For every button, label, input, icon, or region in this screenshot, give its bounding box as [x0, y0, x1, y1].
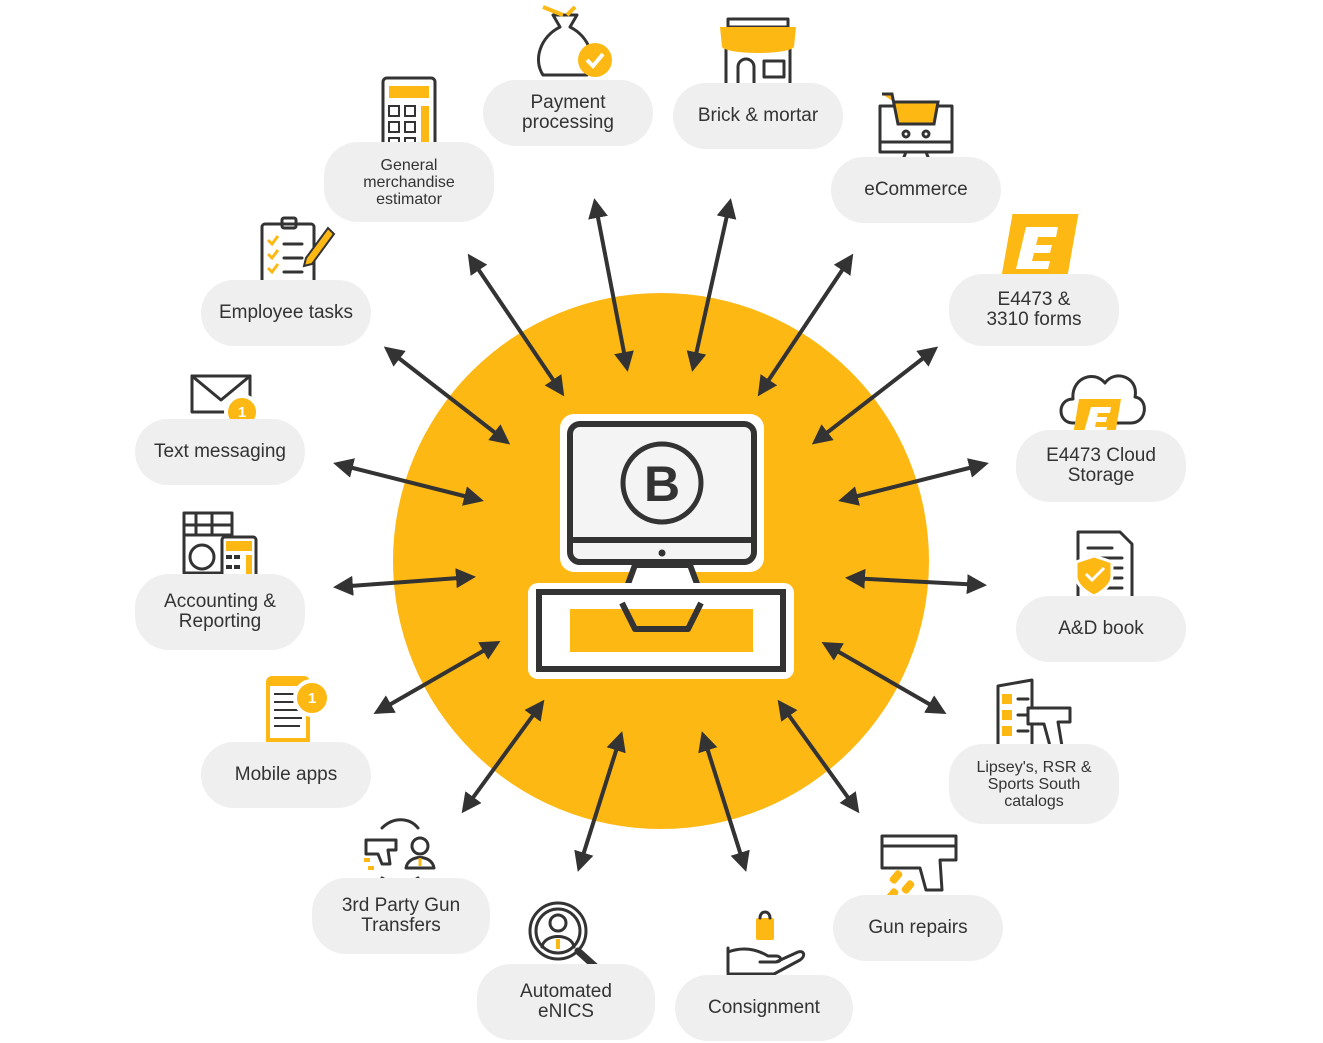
double-arrow [467, 253, 565, 397]
monitor-cart-icon [876, 92, 956, 168]
node-cloud: E4473 Cloud Storage [1016, 430, 1186, 502]
node-transfers: 3rd Party Gun Transfers [312, 878, 490, 954]
arrows [333, 198, 989, 872]
node-mobile: Mobile apps [201, 742, 371, 808]
notification-badge: 1 [308, 690, 316, 707]
calculator-dollar-icon [178, 507, 260, 587]
double-arrow [757, 253, 854, 397]
double-arrow [811, 346, 939, 445]
double-arrow [777, 699, 860, 814]
node-adbook: A&D book [1016, 596, 1186, 662]
double-arrow [845, 568, 987, 595]
double-arrow [461, 699, 545, 814]
clipboard-checklist-icon [254, 212, 336, 292]
double-arrow [821, 642, 947, 714]
double-arrow [574, 731, 626, 872]
e4473-logo-icon [995, 208, 1085, 282]
double-arrow [838, 458, 989, 506]
double-arrow [588, 198, 634, 372]
hand-bag-icon [724, 910, 806, 984]
money-bag-check-icon [525, 5, 612, 85]
node-e4473: E4473 & 3310 forms [949, 274, 1119, 346]
double-arrow [373, 641, 501, 714]
node-brick: Brick & mortar [673, 83, 843, 149]
magnifier-person-icon [524, 897, 602, 973]
double-arrow [698, 731, 750, 872]
gun-transfer-person-icon [360, 814, 440, 886]
double-arrow [686, 198, 737, 372]
node-estimator: General merchandise estimator [324, 142, 494, 222]
double-arrow [333, 568, 476, 596]
cloud-e4473-icon [1059, 374, 1146, 435]
node-payment: Payment processing [483, 80, 653, 146]
node-catalogs: Lipsey's, RSR & Sports South catalogs [949, 744, 1119, 824]
double-arrow [383, 346, 511, 445]
notification-badge: 1 [238, 404, 246, 421]
catalog-gun-icon [994, 678, 1074, 754]
central-computer-icon: B [528, 414, 794, 679]
double-arrow [333, 458, 484, 506]
storefront-icon [720, 17, 796, 93]
node-texting: Text messaging [135, 419, 305, 485]
node-accounting: Accounting & Reporting [135, 574, 305, 650]
node-enics: Automated eNICS [477, 964, 655, 1040]
node-tasks: Employee tasks [201, 280, 371, 346]
node-repairs: Gun repairs [833, 895, 1003, 961]
node-ecommerce: eCommerce [831, 157, 1001, 223]
center-logo: B [644, 456, 680, 512]
node-consignment: Consignment [675, 975, 853, 1041]
gun-shells-icon [880, 828, 958, 902]
